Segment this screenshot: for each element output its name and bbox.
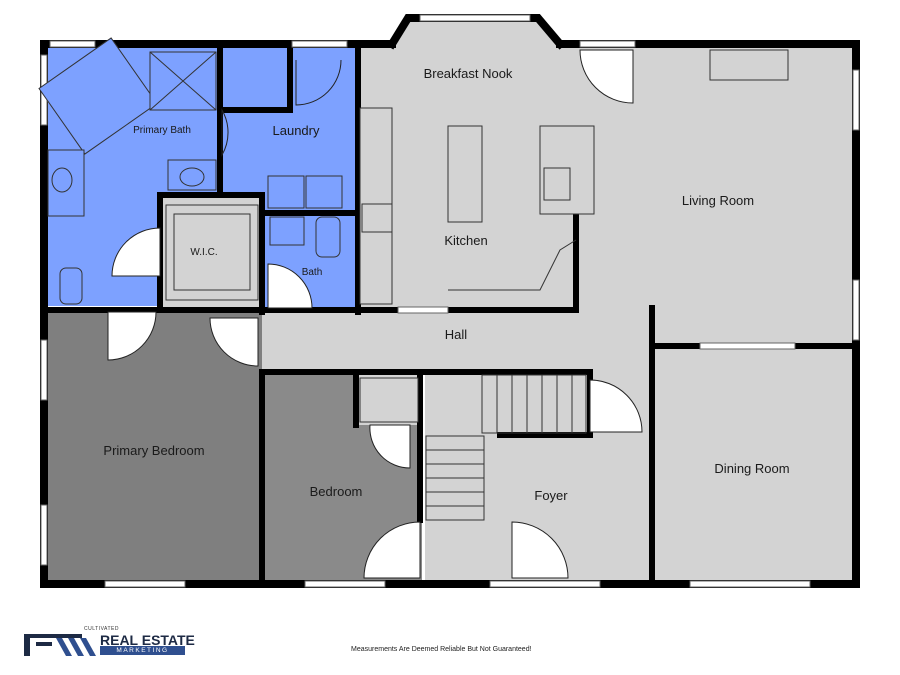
label-primary-bath: Primary Bath [133,125,191,136]
label-living-room: Living Room [682,193,754,208]
label-foyer: Foyer [534,488,568,503]
common-area-fill [262,22,852,580]
logo-small-text: CULTIVATED [84,626,120,632]
label-dining-room: Dining Room [714,461,789,476]
label-laundry: Laundry [273,123,320,138]
kitchen-island [447,125,483,223]
stairs [425,374,587,521]
washer [267,175,305,209]
label-primary-bedroom: Primary Bedroom [103,443,204,458]
bath-sink [269,216,305,246]
label-bath: Bath [302,267,323,278]
label-hall: Hall [445,327,468,342]
label-wic: W.I.C. [190,247,217,258]
dryer [305,175,343,209]
label-bedroom: Bedroom [310,484,363,499]
room-labels: Breakfast Nook Primary Bath Laundry Livi… [103,66,789,503]
bedroom-closet-shelf [359,377,419,423]
primary-bedroom-fill [48,312,262,580]
label-breakfast-nook: Breakfast Nook [424,66,513,81]
doors [107,49,643,579]
logo-title: REAL ESTATE [100,632,195,648]
toilet-primary [59,267,83,305]
company-logo [24,634,96,656]
stove [361,203,393,233]
disclaimer: Measurements Are Deemed Reliable But Not… [351,646,532,653]
fixtures [38,37,789,423]
bath-toilet [315,216,341,258]
label-kitchen: Kitchen [444,233,487,248]
fireplace [709,49,789,81]
bathtub [38,37,158,155]
windows [40,14,860,588]
kitchen-peninsula [448,239,577,291]
logo-subtitle: MARKETING [100,646,185,655]
